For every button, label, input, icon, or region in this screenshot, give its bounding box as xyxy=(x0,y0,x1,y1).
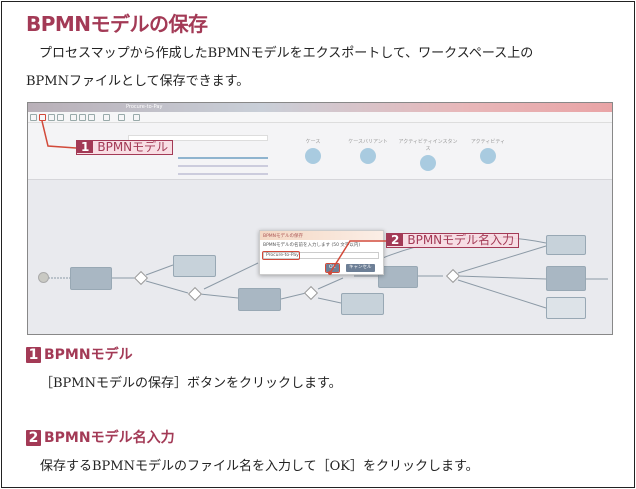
section-2-text: 保存するBPMNモデルのファイル名を入力して［OK］をクリックします。 xyxy=(40,459,479,474)
page-title: BPMNモデルの保存 xyxy=(26,12,208,36)
intro-line-1: プロセスマップから作成したBPMNモデルをエクスポートして、ワークスペース上の xyxy=(26,46,534,61)
callout-leaders xyxy=(41,120,386,275)
window-title-bar: Procure-to-Pay xyxy=(28,103,612,112)
filter-icon[interactable] xyxy=(103,114,110,121)
stat-activity-instances: アクティビティインスタンス xyxy=(398,138,458,174)
intro-line-2: BPMNファイルとして保存できます。 xyxy=(26,74,250,89)
window-title: Procure-to-Pay xyxy=(126,104,163,110)
input-highlight xyxy=(262,251,300,260)
toolbar-icon[interactable] xyxy=(30,114,37,121)
process-node[interactable] xyxy=(546,235,586,255)
toolbar-icon[interactable] xyxy=(57,114,64,121)
stat-activities: アクティビティ xyxy=(458,138,518,167)
process-node[interactable] xyxy=(173,255,216,277)
toolbar-icon[interactable] xyxy=(70,114,77,121)
stat-variants: ケースバリアント xyxy=(338,138,398,167)
zoom-icon[interactable] xyxy=(88,114,95,121)
dialog-prompt: BPMNモデルの名前を入力します (50 文字以内) xyxy=(263,243,361,248)
toolbar-icon[interactable] xyxy=(48,114,55,121)
save-bpmn-dialog: BPMNモデルの保存 BPMNモデルの名前を入力します (50 文字以内) Pr… xyxy=(259,230,384,275)
app-screenshot: Procure-to-Pay ケース ケースバリアント アクティビティインスタン… xyxy=(27,102,613,335)
slider[interactable] xyxy=(178,157,268,159)
process-node[interactable] xyxy=(341,293,384,315)
process-node[interactable] xyxy=(238,288,281,311)
process-node[interactable] xyxy=(546,297,586,319)
process-node[interactable] xyxy=(70,267,112,290)
toolbar xyxy=(28,112,612,123)
model-name-input[interactable]: Procure-to-Pay xyxy=(263,252,379,259)
slider[interactable] xyxy=(178,165,268,167)
section-1-text: ［BPMNモデルの保存］ボタンをクリックします。 xyxy=(40,376,342,391)
zoom-icon[interactable] xyxy=(79,114,86,121)
process-node[interactable] xyxy=(378,266,418,288)
dialog-title: BPMNモデルの保存 xyxy=(260,231,383,240)
start-event[interactable] xyxy=(38,272,49,283)
slider[interactable] xyxy=(178,173,268,175)
share-icon[interactable] xyxy=(133,114,140,121)
save-bpmn-model-icon[interactable] xyxy=(39,114,46,121)
process-node[interactable] xyxy=(546,266,586,291)
cancel-button[interactable]: キャンセル xyxy=(346,264,375,272)
stat-cases: ケース xyxy=(283,138,343,167)
view-select[interactable] xyxy=(128,135,268,141)
undo-icon[interactable] xyxy=(118,114,125,121)
